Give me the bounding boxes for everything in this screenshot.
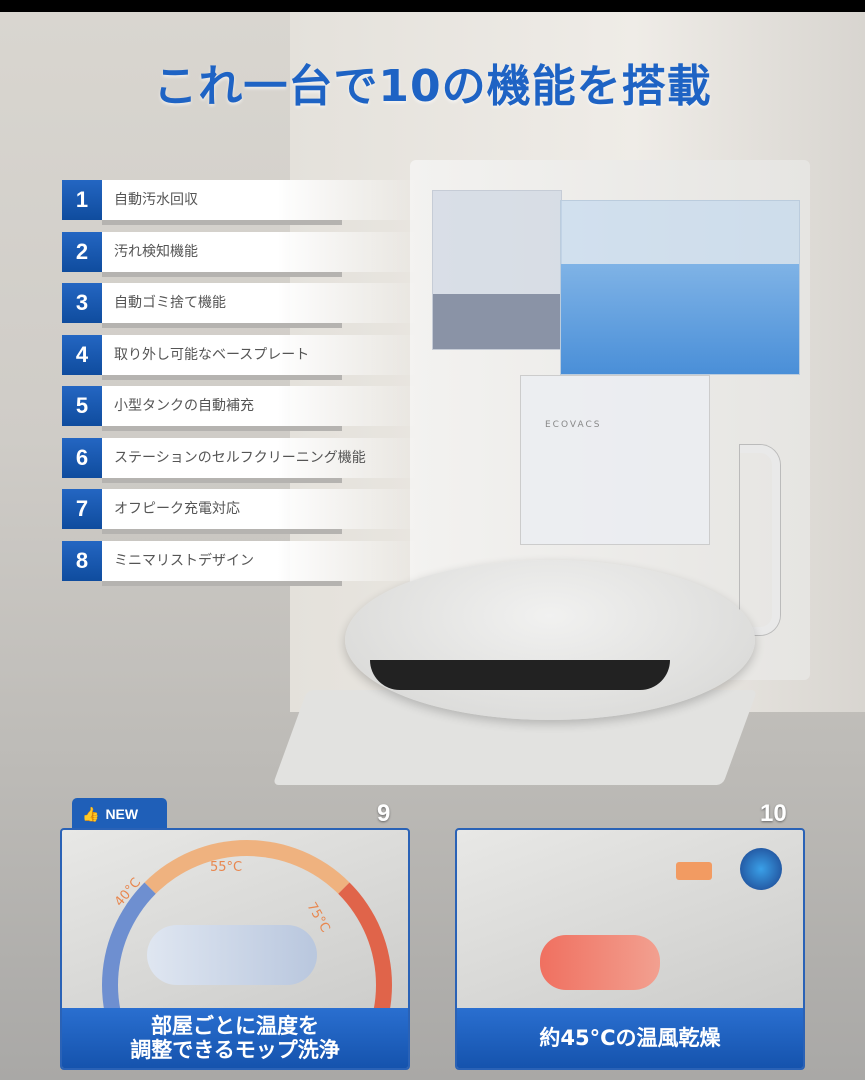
feature-number: 3 [62, 283, 102, 323]
fan-icon [740, 848, 782, 890]
caption: 約45°Cの温風乾燥 [457, 1008, 803, 1068]
feature-panel-hot-air-dry: 約45°Cの温風乾燥 [455, 828, 805, 1070]
caption: 部屋ごとに温度を調整できるモップ洗浄 [62, 1008, 408, 1068]
feature-number-9: 9 [377, 800, 391, 827]
feature-number: 8 [62, 540, 102, 581]
heater [676, 862, 712, 880]
feature-label: ステーションのセルフクリーニング機能 [114, 449, 366, 466]
feature-label: 汚れ検知機能 [114, 243, 198, 260]
feature-number: 4 [62, 334, 102, 375]
feature-number: 2 [62, 231, 102, 272]
feature-item: 6 ステーションのセルフクリーニング機能 [62, 437, 422, 483]
feature-panel-mop-wash: 40°C 55°C 75°C 部屋ごとに温度を調整できるモップ洗浄 [60, 828, 410, 1070]
feature-item: 7 オフピーク充電対応 [62, 489, 422, 534]
feature-number: 5 [62, 386, 102, 426]
heated-mop-roller [540, 935, 660, 990]
feature-item: 2 汚れ検知機能 [62, 231, 422, 277]
air-pipe [740, 445, 780, 635]
feature-list: 1 自動汚水回収 2 汚れ検知機能 3 自動ゴミ捨て機能 4 取り外し可能なベースプレー… [62, 180, 422, 592]
temp-label: 55°C [210, 860, 243, 875]
caption-line: 部屋ごとに温度を [151, 1013, 319, 1038]
feature-label: ミニマリストデザイン [114, 552, 254, 569]
feature-label: オフピーク充電対応 [114, 501, 240, 517]
robot-vacuum [345, 560, 755, 720]
feature-item: 4 取り外し可能なベースプレート [62, 334, 422, 380]
feature-number: 1 [62, 180, 102, 220]
feature-item: 1 自動汚水回収 [62, 180, 422, 225]
caption-line: 調整できるモップ洗浄 [130, 1038, 340, 1062]
feature-item: 5 小型タンクの自動補充 [62, 386, 422, 431]
feature-label: 小型タンクの自動補充 [114, 398, 254, 414]
new-badge: 👍 NEW [72, 798, 167, 830]
mop-roller [147, 925, 317, 985]
thumbs-up-icon: 👍 [82, 805, 100, 822]
top-bar [0, 0, 865, 12]
feature-label: 取り外し可能なベースプレート [114, 346, 310, 363]
brand-logo: ECOVACS [545, 420, 602, 430]
new-badge-label: NEW [105, 806, 139, 822]
clean-water-tank [560, 200, 800, 375]
dirty-water-tank [432, 190, 562, 350]
docking-station-illustration: ECOVACS [410, 160, 820, 700]
feature-number: 7 [62, 489, 102, 529]
headline: これ一台で10の機能を搭載 [153, 61, 712, 112]
feature-item: 8 ミニマリストデザイン [62, 540, 422, 586]
feature-item: 3 自動ゴミ捨て機能 [62, 283, 422, 328]
feature-number: 6 [62, 437, 102, 478]
feature-label: 自動汚水回収 [114, 192, 198, 208]
feature-number-10: 10 [760, 800, 787, 827]
dust-bag-compartment [520, 375, 710, 545]
feature-label: 自動ゴミ捨て機能 [114, 295, 226, 311]
